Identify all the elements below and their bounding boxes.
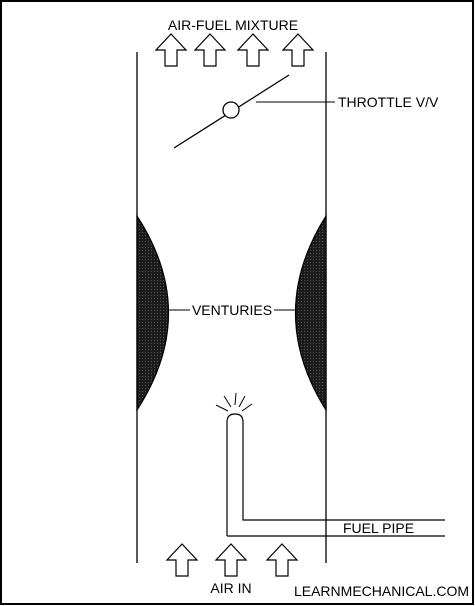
throttle-valve-label: THROTTLE V/V [338,94,439,110]
air-fuel-mixture-label: AIR-FUEL MIXTURE [168,17,298,33]
outlet-arrow-1 [154,33,188,67]
air-in-label: AIR IN [210,580,251,596]
inlet-arrow-1 [165,543,199,577]
venturi-right [295,213,327,413]
venturi-left [136,213,169,413]
inlet-arrow-3 [265,543,299,577]
outlet-arrow-2 [193,33,227,67]
outlet-arrow-3 [236,33,270,67]
venturies-label: VENTURIES [192,302,272,318]
throttle-spindle [222,101,240,119]
outlet-arrow-4 [281,33,315,67]
watermark: LEARNMECHANICAL.COM [294,583,469,599]
inlet-arrow-2 [214,543,248,577]
outlet-arrows [154,33,315,67]
inlet-arrows [165,543,299,577]
fuel-pipe-label: FUEL PIPE [343,520,414,536]
fuel-spray [215,392,253,412]
fuel-pipe [226,413,445,536]
